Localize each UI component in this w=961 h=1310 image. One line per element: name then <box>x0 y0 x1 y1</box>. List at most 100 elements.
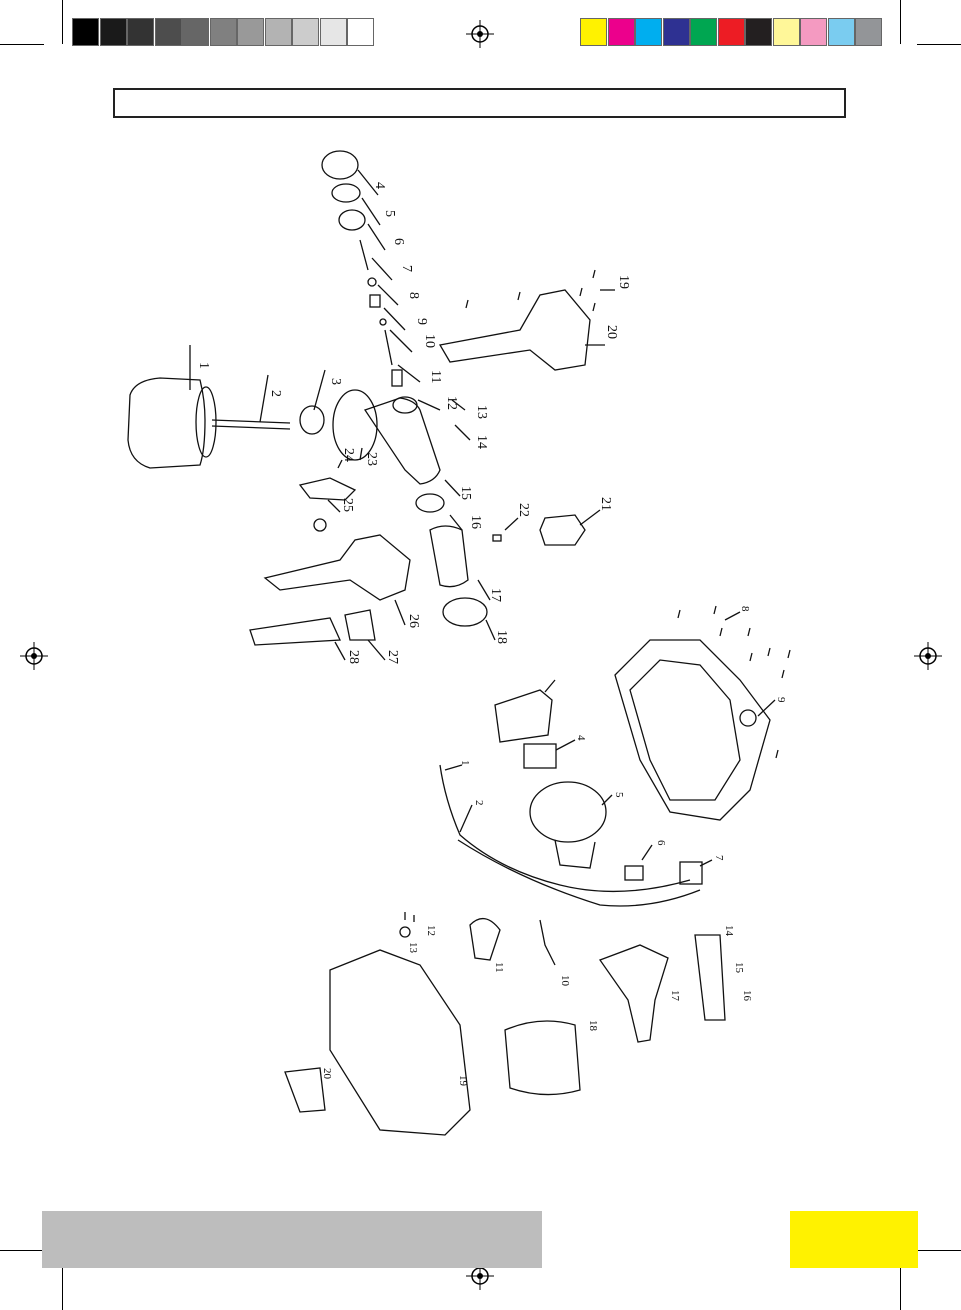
color-swatch <box>773 18 800 46</box>
crop-mark <box>917 44 961 45</box>
part-label: 1 <box>196 362 211 369</box>
part-label: 9 <box>414 318 429 325</box>
hose-clip <box>470 919 500 960</box>
part-label: 2 <box>473 800 485 806</box>
color-swatch <box>320 18 347 46</box>
switch <box>540 515 585 545</box>
crosshair-circle-icon <box>466 20 494 48</box>
part-label: 5 <box>382 210 397 217</box>
part-label: 24 <box>341 448 356 462</box>
crop-mark <box>0 1250 44 1251</box>
connector <box>625 866 643 880</box>
color-swatch <box>182 18 209 46</box>
color-swatch <box>828 18 855 46</box>
title-frame <box>113 88 846 118</box>
base-shell <box>330 950 470 1135</box>
exploded-diagram-base-unit: 1 2 4 5 6 7 8 9 10 11 12 13 14 15 16 17 … <box>0 600 961 1160</box>
suction-tube <box>212 420 290 423</box>
motor-unit <box>430 526 468 587</box>
color-swatch <box>100 18 127 46</box>
color-swatch <box>210 18 237 46</box>
wire-hanger <box>540 920 555 965</box>
part-label: 12 <box>444 396 459 410</box>
badge <box>285 1068 325 1112</box>
part-label: 5 <box>613 792 625 798</box>
air-filter <box>524 744 556 768</box>
color-swatch <box>155 18 182 46</box>
power-cable <box>440 765 690 891</box>
part-label: 11 <box>428 370 443 383</box>
part-label: 8 <box>406 292 421 299</box>
part-label: 11 <box>493 962 505 973</box>
part-label: 13 <box>407 942 419 954</box>
part-label: 4 <box>575 735 587 741</box>
handle-left <box>265 535 410 600</box>
part-label: 16 <box>468 515 483 529</box>
part-label: 14 <box>723 925 735 937</box>
part-label: 4 <box>372 182 387 189</box>
crop-mark <box>62 1266 63 1310</box>
part-label: 1 <box>459 760 471 766</box>
needle <box>360 240 368 270</box>
part-label: 20 <box>604 325 619 339</box>
color-swatch <box>127 18 154 46</box>
part-label: 6 <box>391 238 406 245</box>
part-label: 25 <box>340 498 355 512</box>
crop-mark <box>0 44 44 45</box>
part-label: 12 <box>425 925 437 936</box>
color-swatch <box>800 18 827 46</box>
turbine-motor <box>530 782 606 842</box>
part-label: 22 <box>516 503 531 517</box>
part-label: 21 <box>598 497 613 511</box>
color-swatch <box>608 18 635 46</box>
color-swatch <box>347 18 374 46</box>
part-label: 7 <box>713 855 725 861</box>
part-label: 13 <box>474 405 489 419</box>
footer-yellow-block <box>790 1211 918 1268</box>
part-label: 2 <box>268 390 283 397</box>
handle-right <box>440 290 590 370</box>
color-swatch <box>635 18 662 46</box>
switch-block <box>680 862 702 884</box>
part-label: 17 <box>669 990 681 1002</box>
part-label: 6 <box>655 840 667 846</box>
part-label: 16 <box>741 990 753 1002</box>
color-swatch <box>855 18 882 46</box>
air-grille <box>495 690 552 742</box>
funnel <box>600 945 668 1042</box>
part-label: 23 <box>364 452 379 466</box>
color-swatch <box>265 18 292 46</box>
footer-grey-block <box>42 1211 542 1268</box>
color-swatch <box>690 18 717 46</box>
color-swatch <box>718 18 745 46</box>
canister <box>505 1021 580 1095</box>
nozzle-nut <box>322 151 358 179</box>
nozzle <box>339 210 365 230</box>
air-cap <box>332 184 360 202</box>
hose <box>695 935 725 1020</box>
part-label: 19 <box>616 275 631 289</box>
container-thread <box>196 387 216 457</box>
part-label: 10 <box>559 975 571 987</box>
part-label: 15 <box>458 486 473 500</box>
color-swatch <box>580 18 607 46</box>
spring <box>370 295 380 307</box>
color-swatch <box>72 18 99 46</box>
color-swatch <box>663 18 690 46</box>
part-label: 7 <box>399 265 414 272</box>
crop-mark <box>917 1250 961 1251</box>
paint-container <box>128 378 205 468</box>
part-label: 14 <box>474 435 489 449</box>
part-label: 3 <box>328 378 343 385</box>
base-housing <box>615 640 770 820</box>
part-label: 20 <box>321 1068 333 1080</box>
color-swatch <box>237 18 264 46</box>
filter-disc <box>300 406 324 434</box>
part-label: 15 <box>733 962 745 974</box>
part-label: 19 <box>457 1075 469 1087</box>
crop-mark <box>62 0 63 44</box>
pump-body <box>365 398 440 484</box>
crop-mark <box>900 1266 901 1310</box>
o-ring <box>416 494 444 512</box>
part-label: 8 <box>739 606 751 612</box>
